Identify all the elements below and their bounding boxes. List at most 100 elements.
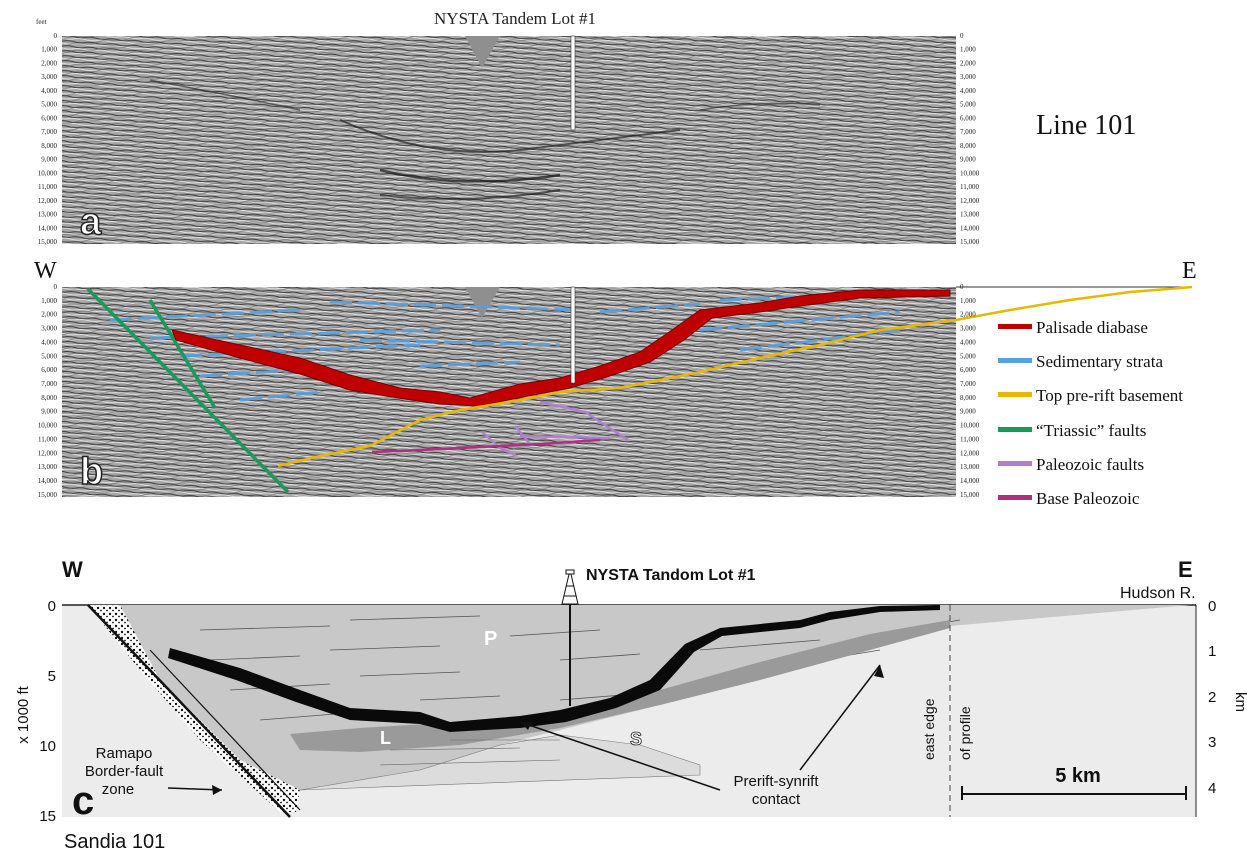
legend-item-base-paleozoic: Base Paleozoic	[998, 489, 1140, 508]
svg-text:15,000: 15,000	[960, 491, 980, 499]
svg-text:15,000: 15,000	[38, 238, 58, 246]
svg-text:Sedimentary strata: Sedimentary strata	[1036, 352, 1163, 371]
base-paleozoic	[371, 438, 601, 454]
svg-text:6,000: 6,000	[41, 114, 57, 122]
svg-text:Palisade diabase: Palisade diabase	[1036, 318, 1148, 337]
panel-c-left-axis: 0 5 10 15 x 1000 ft	[15, 598, 56, 825]
svg-text:3,000: 3,000	[41, 325, 57, 333]
svg-text:4,000: 4,000	[960, 338, 976, 346]
svg-text:5,000: 5,000	[960, 352, 976, 360]
svg-text:0: 0	[48, 598, 56, 615]
legend-item-triassic-faults: “Triassic” faults	[998, 421, 1146, 440]
caption: Sandia 101	[64, 831, 165, 853]
triassic-faults	[86, 287, 290, 494]
svg-text:11,000: 11,000	[38, 436, 57, 444]
of-profile-label: of profile	[957, 706, 973, 760]
line-label: Line 101	[1036, 110, 1136, 141]
svg-text:1,000: 1,000	[41, 46, 57, 54]
contact-arrowhead-1	[520, 722, 532, 730]
panel-b-letter: b	[80, 451, 103, 493]
panel-b-depth-axis-left: 0 1,000 2,000 3,000 4,000 5,000 6,000 7,…	[38, 283, 58, 499]
unit-s-label: S	[630, 729, 642, 749]
panel-a-well-title: NYSTA Tandem Lot #1	[434, 9, 596, 28]
svg-text:Paleozoic faults: Paleozoic faults	[1036, 455, 1144, 474]
svg-text:10,000: 10,000	[38, 169, 58, 177]
border-fault-line	[87, 604, 291, 818]
fault-zone-label-2: Border-fault	[85, 763, 164, 780]
svg-text:7,000: 7,000	[41, 128, 57, 136]
scale-label: 5 km	[1055, 765, 1101, 787]
drill-rig-icon	[561, 569, 579, 605]
svg-text:9,000: 9,000	[960, 156, 976, 164]
svg-text:8,000: 8,000	[960, 142, 976, 150]
contact-label-2: contact	[752, 791, 801, 808]
svg-text:6,000: 6,000	[41, 366, 57, 374]
svg-text:9,000: 9,000	[41, 408, 57, 416]
svg-text:3: 3	[1208, 734, 1216, 751]
svg-text:9,000: 9,000	[960, 408, 976, 416]
border-fault-zone	[88, 605, 300, 812]
legend-item-top-prerift-basement: Top pre-rift basement	[998, 386, 1183, 405]
palisade-diabase	[171, 289, 951, 407]
scale-bar	[961, 786, 1187, 800]
panel-b-well	[570, 286, 576, 384]
svg-text:12,000: 12,000	[38, 449, 58, 457]
svg-text:10: 10	[39, 738, 56, 755]
svg-text:13,000: 13,000	[38, 211, 58, 219]
svg-text:2,000: 2,000	[960, 311, 976, 319]
svg-text:9,000: 9,000	[41, 156, 57, 164]
svg-text:4,000: 4,000	[960, 87, 976, 95]
legend: Palisade diabase Sedimentary strata Top …	[998, 318, 1183, 508]
svg-text:11,000: 11,000	[960, 183, 979, 191]
panel-b: W E	[34, 258, 1197, 508]
contact-arrowhead-2	[874, 665, 884, 678]
svg-text:5: 5	[48, 668, 56, 685]
svg-text:2,000: 2,000	[41, 60, 57, 68]
lower-wedge	[290, 620, 950, 752]
svg-text:0: 0	[960, 283, 964, 291]
panel-c-well-title: NYSTA Tandom Lot #1	[586, 567, 756, 584]
svg-text:1: 1	[1208, 643, 1216, 660]
svg-text:5,000: 5,000	[960, 101, 976, 109]
panel-a-depth-axis-right: 0 1,000 2,000 3,000 4,000 5,000 6,000 7,…	[960, 32, 980, 246]
svg-text:10,000: 10,000	[38, 422, 58, 430]
svg-text:2,000: 2,000	[960, 60, 976, 68]
panel-c-east: E	[1178, 557, 1193, 582]
svg-text:15,000: 15,000	[38, 491, 58, 499]
svg-text:6,000: 6,000	[960, 114, 976, 122]
panel-c-right-axis: 0 1 2 3 4 km	[1208, 598, 1247, 797]
svg-text:8,000: 8,000	[960, 394, 976, 402]
paleozoic-faults	[481, 400, 629, 457]
panel-a-seismic-section	[62, 35, 956, 244]
border-fault-line-2	[149, 649, 301, 811]
svg-text:7,000: 7,000	[960, 128, 976, 136]
river-label: Hudson R.	[1120, 585, 1196, 602]
svg-text:14,000: 14,000	[960, 224, 980, 232]
panel-b-west: W	[34, 258, 57, 284]
svg-text:8,000: 8,000	[41, 394, 57, 402]
svg-text:4,000: 4,000	[41, 338, 57, 346]
svg-text:Base Paleozoic: Base Paleozoic	[1036, 489, 1140, 508]
svg-text:7,000: 7,000	[41, 380, 57, 388]
svg-text:8,000: 8,000	[41, 142, 57, 150]
top-prerift-basement	[277, 285, 1193, 468]
svg-text:11,000: 11,000	[960, 436, 979, 444]
legend-item-paleozoic-faults: Paleozoic faults	[998, 455, 1144, 474]
svg-text:1,000: 1,000	[960, 297, 976, 305]
svg-text:1,000: 1,000	[960, 46, 976, 54]
fault-zone-label-1: Ramapo	[96, 745, 153, 762]
svg-text:12,000: 12,000	[960, 197, 980, 205]
fault-zone-arrowhead	[212, 785, 222, 795]
svg-text:0: 0	[54, 283, 58, 291]
contact-label-1: Prerift-synrift	[733, 773, 819, 790]
legend-item-palisade-diabase: Palisade diabase	[998, 318, 1148, 337]
panel-c-west: W	[62, 557, 83, 582]
fault-zone-label-3: zone	[102, 781, 135, 798]
svg-text:4: 4	[1208, 780, 1216, 797]
panel-b-depth-axis-right: 0 1,000 2,000 3,000 4,000 5,000 6,000 7,…	[960, 283, 980, 499]
svg-text:11,000: 11,000	[38, 183, 57, 191]
left-axis-title: x 1000 ft	[15, 685, 32, 743]
svg-text:12,000: 12,000	[960, 449, 980, 457]
svg-text:5,000: 5,000	[41, 101, 57, 109]
svg-text:5,000: 5,000	[41, 352, 57, 360]
